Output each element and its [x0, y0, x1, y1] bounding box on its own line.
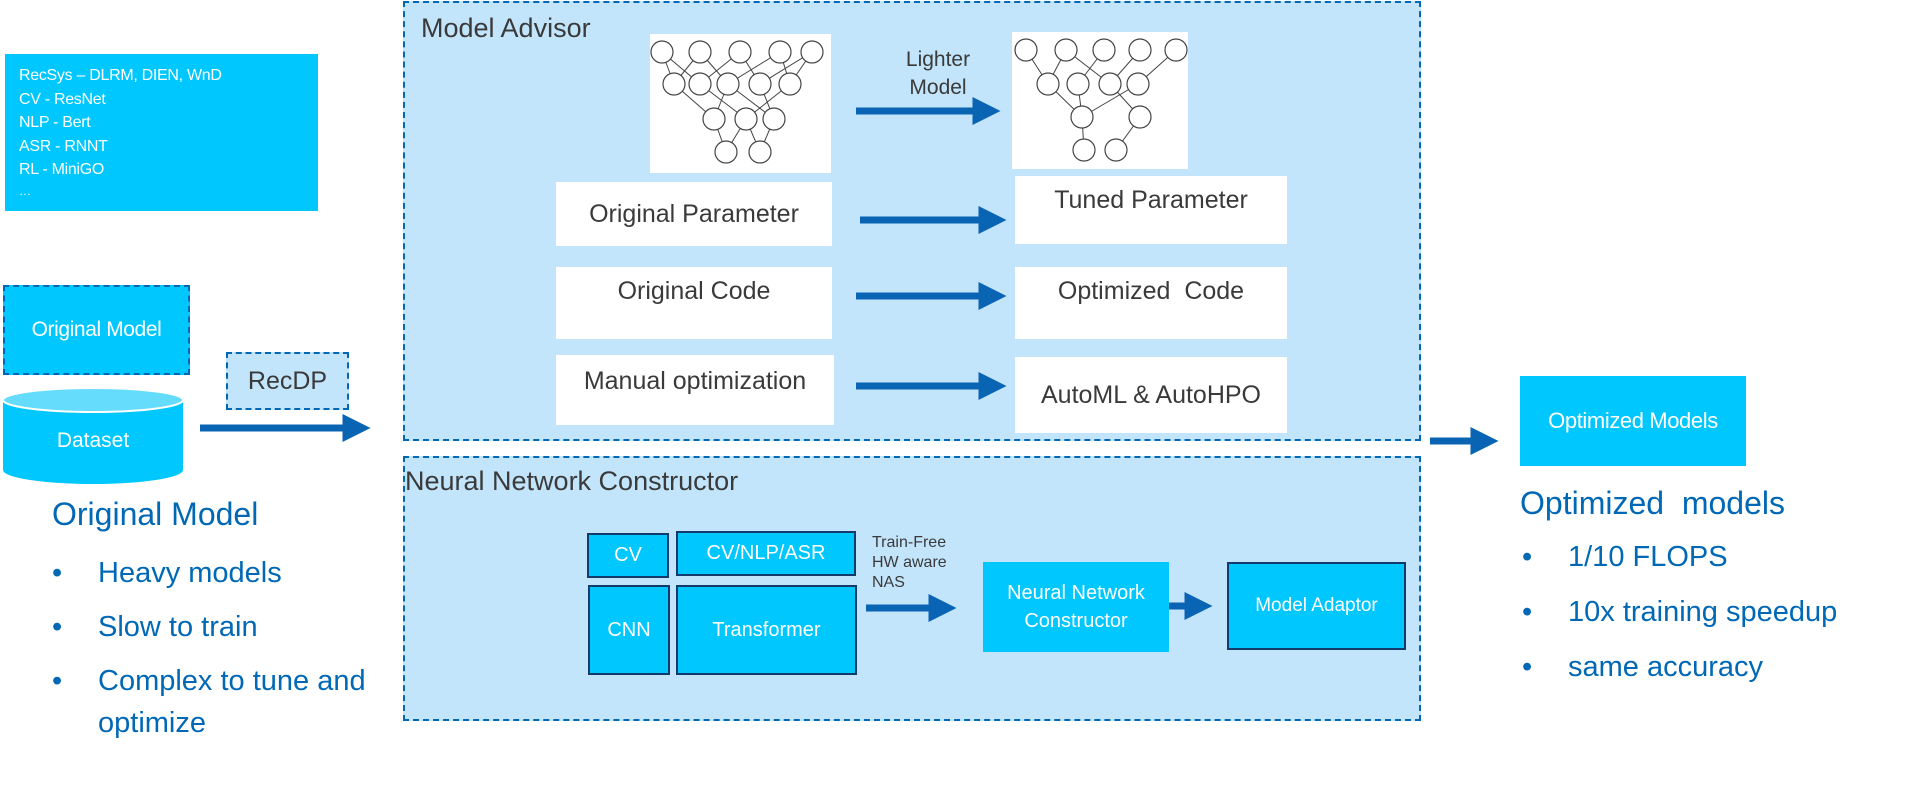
- nas-label-line: HW aware: [872, 554, 947, 571]
- optimized-code-box: Optimized Code: [1015, 267, 1287, 339]
- automl-label: AutoML & AutoHPO: [1040, 380, 1262, 409]
- optimized-models-bullets: 1/10 FLOPS 10x training speedup same acc…: [1520, 536, 1920, 688]
- nas-label-line: NAS: [872, 574, 905, 591]
- original-parameter-label: Original Parameter: [589, 199, 799, 228]
- original-model-heading: Original Model: [52, 496, 259, 532]
- model-adaptor-label: Model Adaptor: [1255, 595, 1378, 616]
- tuned-parameter-label: Tuned Parameter: [1054, 186, 1248, 214]
- neural-network-icon: [650, 40, 824, 164]
- dataset-label: Dataset: [56, 429, 130, 452]
- models-list-box: RecSys – DLRM, DIEN, WnD CV - ResNet NLP…: [5, 54, 318, 211]
- cv-label: CV: [614, 544, 642, 566]
- dataset-cylinder: Dataset: [0, 386, 186, 488]
- cv-nlp-asr-label: CV/NLP/ASR: [706, 542, 826, 564]
- original-model-box: Original Model: [3, 285, 190, 375]
- transformer-box: Transformer: [676, 585, 857, 675]
- bullet-item: Heavy models: [50, 552, 370, 594]
- recdp-label: RecDP: [247, 366, 328, 395]
- models-list-item: ASR - RNNT: [19, 137, 108, 155]
- models-list-item: CV - ResNet: [19, 90, 106, 108]
- bullet-item: same accuracy: [1520, 646, 1920, 688]
- original-model-box-label: Original Model: [31, 318, 162, 341]
- lighter-model-label: Lighter Model: [905, 48, 971, 99]
- recdp-box: RecDP: [226, 352, 349, 410]
- cv-box: CV: [587, 533, 669, 578]
- optimized-models-heading: Optimized models: [1520, 485, 1785, 521]
- models-list-item: RL - MiniGO: [19, 161, 105, 178]
- models-list-item: …: [19, 183, 31, 198]
- nn-constructor-box-label: Neural Network Constructor: [1007, 582, 1145, 632]
- dataset-cylinder-shape: [2, 387, 184, 484]
- automl-box: AutoML & AutoHPO: [1015, 357, 1287, 433]
- nn-constructor-panel: [403, 456, 1421, 721]
- lighter-network-image: [1012, 32, 1188, 169]
- original-code-label: Original Code: [617, 277, 771, 305]
- original-model-bullets: Heavy models Slow to train Complex to tu…: [50, 552, 370, 744]
- cnn-box: CNN: [588, 585, 670, 675]
- optimized-models-box-label: Optimized Models: [1548, 408, 1718, 433]
- model-advisor-title: Model Advisor: [421, 13, 591, 43]
- transformer-label: Transformer: [712, 618, 821, 641]
- neural-network-icon: [1014, 38, 1188, 162]
- model-adaptor-box: Model Adaptor: [1227, 562, 1406, 650]
- original-network-image: [650, 34, 831, 173]
- original-code-box: Original Code: [556, 267, 832, 339]
- models-list-item: NLP - Bert: [19, 114, 91, 131]
- nas-label: Train-Free HW aware NAS: [872, 533, 947, 593]
- manual-optimization-box: Manual optimization: [556, 355, 834, 425]
- tuned-parameter-box: Tuned Parameter: [1015, 176, 1287, 244]
- bullet-item: Slow to train: [50, 606, 370, 648]
- cnn-label: CNN: [607, 618, 651, 641]
- manual-optimization-label: Manual optimization: [583, 367, 807, 395]
- bullet-item: 1/10 FLOPS: [1520, 536, 1920, 578]
- original-parameter-box: Original Parameter: [556, 182, 832, 246]
- optimized-code-label: Optimized Code: [1057, 277, 1245, 305]
- bullet-item: Complex to tune and optimize: [50, 660, 370, 744]
- models-list-item: RecSys – DLRM, DIEN, WnD: [19, 67, 222, 84]
- nn-constructor-title: Neural Network Constructor: [405, 466, 739, 496]
- optimized-models-box: Optimized Models: [1520, 376, 1746, 466]
- nas-label-line: Train-Free: [872, 534, 947, 551]
- cv-nlp-asr-box: CV/NLP/ASR: [676, 531, 856, 576]
- nn-constructor-box: Neural Network Constructor: [983, 562, 1169, 652]
- bullet-item: 10x training speedup: [1520, 591, 1920, 633]
